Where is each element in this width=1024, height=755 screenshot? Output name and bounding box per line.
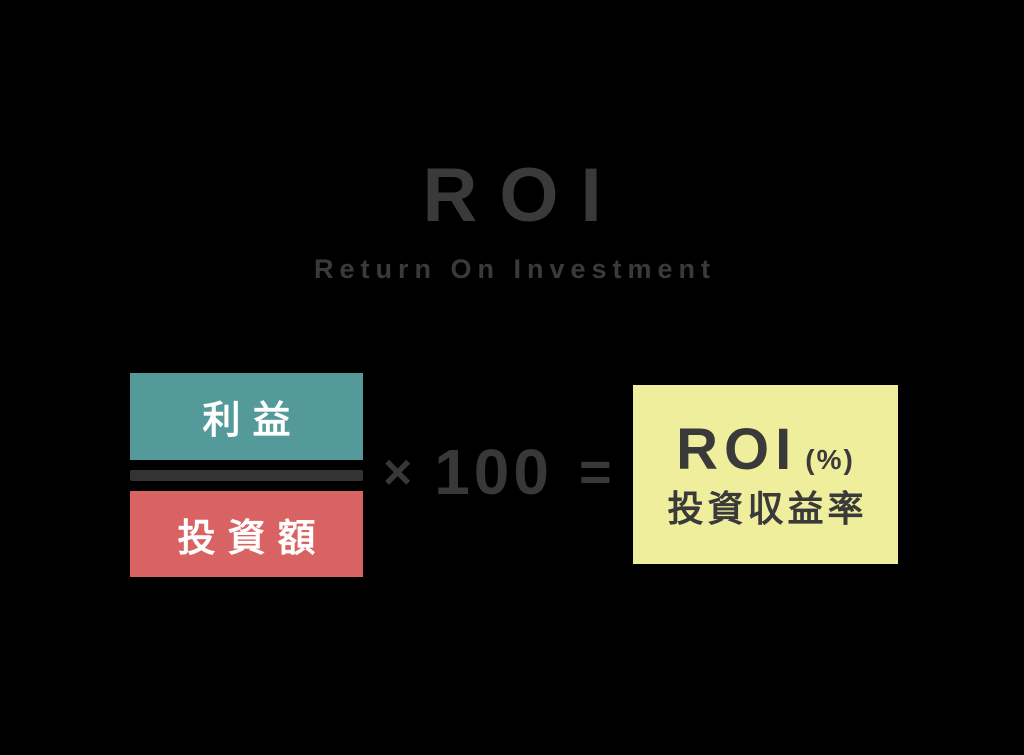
multiplier-value: 100: [434, 436, 553, 508]
result-subtitle: 投資収益率: [667, 487, 868, 529]
multiply-sign: ×: [383, 444, 413, 500]
denominator-box: 投資額: [130, 491, 363, 577]
equals-sign: =: [578, 440, 612, 503]
fraction-bar: [130, 470, 363, 481]
result-heading-line: ROI (%): [676, 416, 855, 482]
result-title: ROI: [676, 416, 798, 482]
numerator-label: 利益: [202, 400, 303, 442]
fraction-group: 利益 投資額: [130, 373, 363, 577]
result-box: ROI (%) 投資収益率: [633, 385, 898, 564]
page-title: ROI: [422, 153, 624, 238]
operation-group: × 100 =: [383, 376, 612, 568]
denominator-label: 投資額: [177, 517, 328, 560]
page-subtitle: Return On Investment: [313, 254, 717, 284]
result-unit: (%): [805, 443, 855, 475]
numerator-box: 利益: [130, 373, 363, 460]
